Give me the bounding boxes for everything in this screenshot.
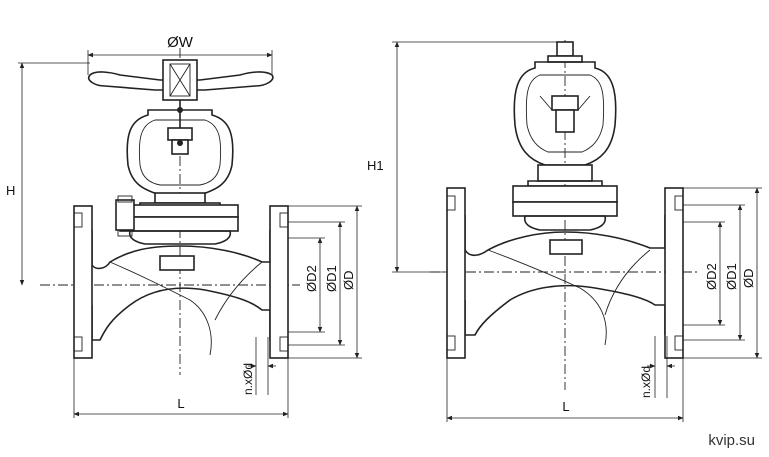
right-view-left-flange xyxy=(446,187,466,359)
right-valve-view: H1 L ØD2 ØD1 ØD xyxy=(367,40,762,422)
dim-length-right: L xyxy=(446,358,684,422)
dim-h1-label: H1 xyxy=(367,158,384,173)
handwheel xyxy=(87,59,274,101)
dim-length: L xyxy=(73,358,289,418)
dim-l-label: L xyxy=(177,396,184,411)
left-flange xyxy=(73,205,93,359)
dim-l-right-label: L xyxy=(562,399,569,414)
right-flange xyxy=(269,205,289,359)
stem-top xyxy=(547,41,583,63)
dim-d2-label: ØD2 xyxy=(304,265,319,292)
right-yoke-bonnet xyxy=(513,61,617,187)
dim-h-label: H xyxy=(6,183,15,198)
dim-diameters: ØD2 ØD1 ØD xyxy=(288,205,362,359)
dim-d-right-label: ØD xyxy=(741,269,756,289)
dim-bolt-holes-right: n.xØd xyxy=(639,336,675,398)
right-bonnet-flange xyxy=(512,185,618,231)
dim-bolt-holes-label: n.xØd xyxy=(241,363,255,395)
dim-handwheel-diameter: ØW xyxy=(87,34,273,75)
dim-w-label: ØW xyxy=(167,34,194,51)
dim-d1-label: ØD1 xyxy=(324,265,339,292)
dim-diameters-right: ØD2 ØD1 ØD xyxy=(683,187,762,359)
dim-d2-right-label: ØD2 xyxy=(704,263,719,290)
dim-bolt-holes: n.xØd xyxy=(241,337,276,395)
right-valve-body xyxy=(464,215,666,346)
left-valve-view: ØW H L ØD2 ØD1 ØD xyxy=(6,34,362,418)
bonnet-flange xyxy=(115,195,239,245)
right-view-right-flange xyxy=(664,187,684,359)
watermark: kvip.su xyxy=(708,432,755,449)
dim-d-label: ØD xyxy=(341,271,356,291)
dim-height: H xyxy=(6,62,90,286)
dim-height-h1: H1 xyxy=(367,41,560,273)
dim-bolt-holes-right-label: n.xØd xyxy=(639,366,653,398)
dim-d1-right-label: ØD1 xyxy=(724,263,739,290)
left-valve-body xyxy=(91,230,271,356)
